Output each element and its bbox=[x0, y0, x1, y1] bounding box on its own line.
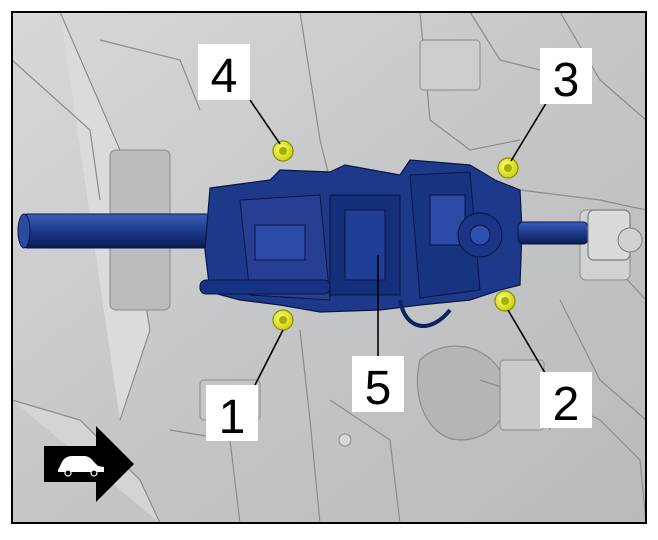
callout-label: 1 bbox=[219, 391, 246, 444]
diagram-frame bbox=[11, 11, 647, 524]
callout-label: 5 bbox=[365, 362, 392, 415]
callout-1: 1 bbox=[206, 385, 258, 444]
leader-line-2 bbox=[507, 309, 549, 379]
leader-line-3 bbox=[510, 99, 549, 162]
leader-line-1 bbox=[254, 329, 284, 386]
callout-2: 2 bbox=[540, 372, 592, 431]
callout-label: 2 bbox=[553, 378, 580, 431]
nut-icon bbox=[272, 140, 294, 162]
car-direction-arrow-icon bbox=[44, 426, 134, 502]
steering-shaft bbox=[19, 213, 221, 249]
callout-label: 4 bbox=[211, 50, 238, 103]
steering-column bbox=[17, 159, 643, 328]
nut-icon bbox=[497, 157, 519, 179]
nut-icon bbox=[272, 309, 294, 331]
callout-5: 5 bbox=[352, 356, 404, 415]
leader-line-4 bbox=[249, 99, 281, 145]
leader-lines bbox=[249, 99, 549, 386]
callout-4: 4 bbox=[198, 44, 250, 103]
nut-icon bbox=[494, 290, 516, 312]
callout-label: 3 bbox=[553, 54, 580, 107]
mounting-nuts bbox=[272, 140, 519, 331]
callout-3: 3 bbox=[540, 48, 592, 107]
